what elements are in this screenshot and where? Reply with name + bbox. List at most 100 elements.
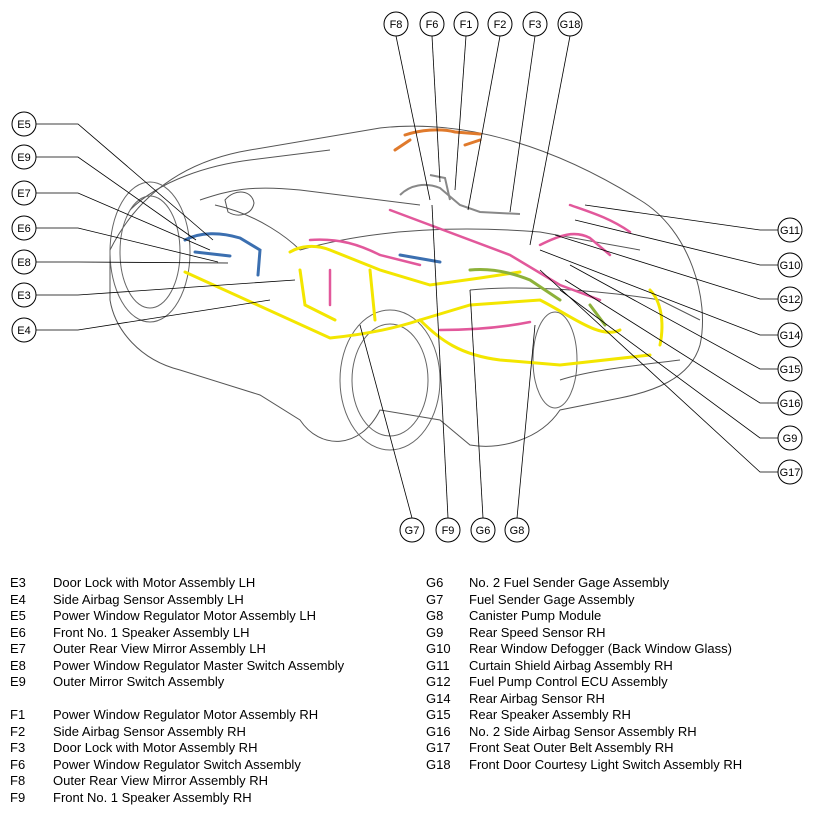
legend-code: G8 xyxy=(426,608,444,623)
leader-line-g10 xyxy=(574,219,778,266)
legend-label: No. 2 Fuel Sender Gage Assembly xyxy=(469,575,670,590)
legend-label: Rear Speed Sensor RH xyxy=(469,624,606,640)
callout-e7: E7 xyxy=(11,180,37,206)
callout-e4: E4 xyxy=(11,317,37,343)
legend-code: G16 xyxy=(426,723,451,739)
callout-g18: G18 xyxy=(557,11,583,37)
callout-label: G11 xyxy=(780,225,800,237)
leader-line-g9 xyxy=(559,289,778,439)
legend-label: Canister Pump Module xyxy=(469,608,602,623)
wheels xyxy=(109,181,578,451)
legend-row-g8: G8 Canister Pump Module xyxy=(426,608,742,625)
callout-label: G6 xyxy=(476,525,491,537)
wire-harness-yellow xyxy=(183,244,664,367)
callout-e9: E9 xyxy=(11,144,37,170)
legend-code: G17 xyxy=(426,740,451,755)
callout-label: F9 xyxy=(442,525,455,537)
legend-row-g15: G15 Rear Speaker Assembly RH xyxy=(426,707,742,724)
legend-label: Fuel Pump Control ECU Assembly xyxy=(469,674,668,689)
callout-label: E4 xyxy=(17,325,30,337)
leader-line-g16 xyxy=(564,279,778,404)
callout-label: E9 xyxy=(17,152,30,164)
legend-label: Rear Window Defogger (Back Window Glass) xyxy=(469,641,732,656)
callout-circle xyxy=(11,317,37,343)
callout-g8: G8 xyxy=(504,517,530,543)
callout-f3: F3 xyxy=(522,11,548,37)
legend-label: Rear Airbag Sensor RH xyxy=(469,690,605,706)
wire-harness-gray xyxy=(399,174,521,215)
wire-harness-blue xyxy=(183,232,442,277)
leader-line-f6 xyxy=(431,35,441,183)
callout-label: E5 xyxy=(17,119,30,131)
leader-line-g12 xyxy=(554,234,778,300)
callout-label: F1 xyxy=(460,19,473,31)
leader-line-e6 xyxy=(36,227,219,263)
leader-line-e4 xyxy=(36,299,271,331)
callout-circle xyxy=(11,282,37,308)
callout-label: G7 xyxy=(405,525,420,537)
legend-label: Power Window Regulator Master Switch Ass… xyxy=(53,657,345,673)
legend-code: G18 xyxy=(426,756,451,772)
legend-code: G14 xyxy=(426,690,451,706)
callout-label: E6 xyxy=(17,223,30,235)
legend-code: G7 xyxy=(426,591,444,607)
legend-code: G6 xyxy=(426,575,444,590)
legend-label: Front No. 1 Speaker Assembly RH xyxy=(53,789,252,805)
callout-label: F6 xyxy=(426,19,439,31)
legend-label: Door Lock with Motor Assembly RH xyxy=(53,740,258,755)
callout-label: F8 xyxy=(390,19,403,31)
callout-g7: G7 xyxy=(399,517,425,543)
legend-code: G15 xyxy=(426,707,451,722)
callout-circle xyxy=(383,11,409,37)
callout-e8: E8 xyxy=(11,249,37,275)
callout-circle xyxy=(11,180,37,206)
callout-circle xyxy=(399,517,425,543)
leader-line-e8 xyxy=(36,261,229,264)
callout-circle xyxy=(11,111,37,137)
legend-label: Outer Rear View Mirror Assembly RH xyxy=(53,773,269,788)
callout-circle xyxy=(777,217,803,243)
callout-circle xyxy=(777,390,803,416)
callout-label: G16 xyxy=(780,398,801,410)
legend-row-g17: G17 Front Seat Outer Belt Assembly RH xyxy=(426,740,742,757)
leader-line-g8 xyxy=(516,324,536,519)
legend-label: Power Window Regulator Motor Assembly RH xyxy=(53,707,319,722)
leader-line-g7 xyxy=(359,324,413,519)
legend-label: Side Airbag Sensor Assembly LH xyxy=(53,591,244,607)
callout-g11: G11 xyxy=(777,217,803,243)
callout-circle xyxy=(557,11,583,37)
leader-line-f1 xyxy=(454,35,467,191)
callout-f8: F8 xyxy=(383,11,409,37)
legend-code: E8 xyxy=(10,657,26,673)
legend-label: Curtain Shield Airbag Assembly RH xyxy=(469,657,673,673)
leader-line-g14 xyxy=(539,249,778,336)
legend-code: E6 xyxy=(10,624,26,640)
callout-label: F3 xyxy=(529,19,542,31)
legend-label: Front Seat Outer Belt Assembly RH xyxy=(469,740,674,755)
legend-code: F6 xyxy=(10,756,26,772)
callout-circle xyxy=(777,286,803,312)
legend-label: Rear Speaker Assembly RH xyxy=(469,707,631,722)
callout-label: G18 xyxy=(560,19,581,31)
callout-circle xyxy=(11,249,37,275)
legend-code: F1 xyxy=(10,707,26,722)
callout-g9: G9 xyxy=(777,425,803,451)
callout-label: G8 xyxy=(510,525,525,537)
callout-g16: G16 xyxy=(777,390,803,416)
leader-line-g18 xyxy=(529,35,571,246)
